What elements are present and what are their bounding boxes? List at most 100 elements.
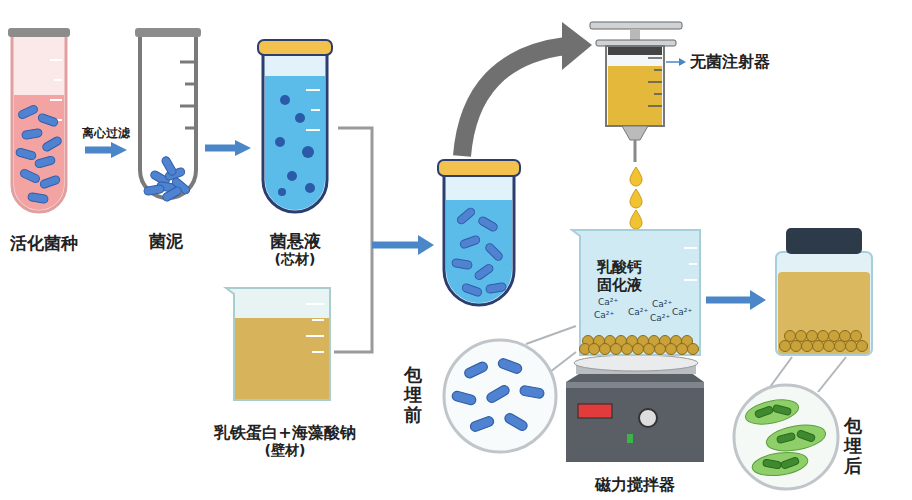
bacterium — [780, 457, 799, 470]
culture-tube: 活化菌种 — [4, 25, 84, 255]
curing-beaker-drawing — [572, 230, 700, 355]
tick — [312, 351, 324, 353]
wall-material-beaker: 乳铁蛋白+海藻酸钠(壁材) — [200, 282, 370, 465]
display — [578, 404, 612, 418]
culture-liquid — [14, 95, 64, 210]
tick — [306, 89, 320, 91]
bead — [835, 341, 846, 352]
syringe: 无菌注射器 — [585, 18, 795, 168]
curing-beaker: 乳酸钙 固化液 — [575, 230, 700, 355]
bead — [824, 341, 835, 352]
ion-label: Ca²⁺ — [650, 314, 670, 324]
droplet — [630, 210, 642, 229]
suspension-liquid — [265, 76, 325, 210]
bead — [655, 344, 666, 355]
bacterium — [776, 432, 795, 443]
cell-dot — [302, 146, 314, 158]
syringe-drawing — [590, 22, 686, 229]
plunger-head — [608, 47, 662, 55]
tick — [311, 109, 320, 111]
bacterium — [161, 186, 182, 203]
bacterium — [15, 148, 36, 161]
leader-line — [770, 357, 792, 387]
bacterium — [463, 361, 489, 380]
ion-label: Ca²⁺ — [594, 311, 614, 321]
arrow-head — [418, 235, 434, 255]
wall-material-beaker-drawing — [226, 288, 330, 400]
bead — [807, 331, 818, 342]
bead — [644, 344, 655, 355]
stirrer-drawing — [566, 355, 704, 462]
bead — [851, 331, 862, 342]
bacterium — [161, 155, 178, 176]
tick — [50, 59, 62, 61]
mixed-liquid — [446, 200, 512, 303]
tick — [306, 129, 320, 131]
pellet-tube-drawing — [135, 28, 201, 202]
bead — [677, 344, 688, 355]
tick — [648, 105, 662, 107]
bacterium — [456, 207, 476, 226]
bacterium — [485, 384, 511, 404]
bead — [840, 331, 851, 342]
bead — [796, 331, 807, 342]
merge-line — [334, 128, 372, 352]
jar-liquid — [778, 272, 870, 354]
node-label: 无菌注射器 — [690, 52, 770, 71]
node-label: 包埋后 — [844, 416, 862, 475]
jar-glass — [776, 252, 872, 355]
bacterium — [484, 242, 504, 262]
arrow-head — [562, 22, 592, 70]
barrel-ticks — [648, 58, 662, 106]
stirrer-body — [566, 372, 704, 462]
node-label: 菌悬液 — [270, 231, 321, 251]
capsule — [764, 421, 827, 455]
cell-dot — [278, 188, 286, 196]
mixed-tube-drawing — [438, 160, 520, 305]
suspension-tube: 菌悬液(芯材) — [252, 35, 338, 270]
bacterium — [763, 459, 782, 469]
magnetic-stirrer: 磁力搅拌器 — [565, 358, 705, 498]
needle-hub — [622, 126, 648, 140]
tube-rim — [135, 28, 201, 37]
tube-cap — [258, 40, 332, 55]
suspension-tube-drawing — [258, 40, 332, 212]
cell-dot — [305, 183, 315, 193]
bead — [857, 341, 868, 352]
after-view-drawing — [734, 357, 846, 489]
bacterium — [451, 258, 472, 269]
switch — [627, 434, 633, 443]
bacterium — [459, 235, 481, 249]
flow-arrow — [85, 147, 119, 154]
leader-line — [818, 357, 846, 392]
culture-tube-drawing — [8, 28, 70, 212]
bead — [589, 344, 600, 355]
bead — [611, 344, 622, 355]
tube-ticks — [50, 60, 62, 120]
bacterium — [461, 283, 483, 297]
magnifier-circle — [734, 385, 838, 489]
arrow-head — [679, 58, 686, 66]
tick — [654, 69, 662, 71]
bacterium — [21, 128, 42, 139]
ion-label: Ca²⁺ — [628, 308, 648, 318]
tick — [306, 335, 324, 337]
tube-glass — [263, 54, 327, 212]
tick — [185, 83, 194, 86]
cell-dot — [280, 95, 290, 105]
tube-glass — [12, 36, 66, 212]
bacterium — [503, 412, 529, 432]
syringe-liquid — [608, 66, 662, 125]
flow-arrow — [205, 145, 243, 152]
arrow-head — [750, 290, 766, 310]
droplet — [630, 167, 642, 186]
cell-dot — [287, 171, 297, 181]
tick — [648, 81, 662, 83]
before-encapsulation-view: 包埋前 — [398, 335, 563, 457]
bead — [785, 331, 796, 342]
bead — [633, 344, 644, 355]
bacterium — [485, 282, 506, 293]
tick — [648, 57, 662, 59]
